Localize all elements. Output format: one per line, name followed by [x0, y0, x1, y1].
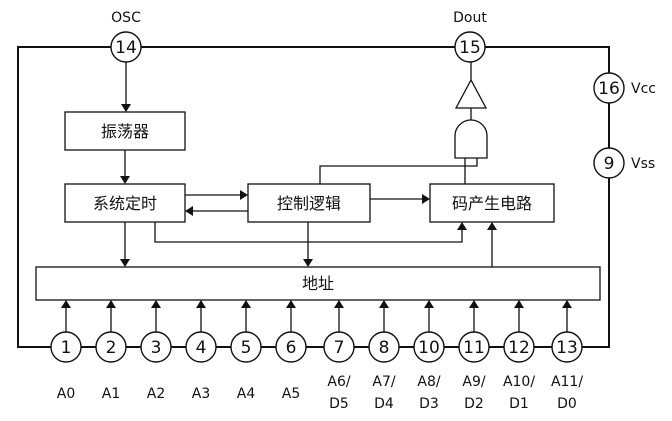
bottom-pin-label-secondary: D5 [329, 396, 349, 412]
address-label: 地址 [302, 274, 334, 293]
bottom-pin-arrow [334, 300, 344, 308]
bottom-pin [503, 331, 535, 363]
bottom-pin-arrow [61, 300, 71, 308]
dout-pin [454, 31, 486, 63]
bottom-pin [95, 331, 127, 363]
vcc-pin [593, 72, 625, 104]
bottom-pin-arrow [379, 300, 389, 308]
bottom-pin [185, 331, 217, 363]
bottom-pin-label: A6/ [327, 374, 350, 390]
bottom-pin-arrow [196, 300, 206, 308]
vcc-pin-number: 16 [598, 79, 620, 99]
bottom-pin-label-secondary: D3 [419, 396, 439, 412]
bottom-pin-number: 11 [463, 338, 485, 358]
bottom-pin-number: 5 [241, 338, 252, 358]
bottom-pin-number: 12 [508, 338, 530, 358]
bottom-pin [275, 331, 307, 363]
osc-to-timing-arrow [120, 176, 130, 184]
bottom-pin-label-secondary: D1 [509, 396, 529, 412]
bottom-pin-label-secondary: D4 [374, 396, 394, 412]
dout-pin-number: 15 [459, 38, 481, 58]
oscillator-label: 振荡器 [101, 122, 149, 141]
dout-pin-name: Dout [453, 10, 487, 26]
bottom-pin-label: A2 [147, 386, 165, 402]
bottom-pin-number: 4 [196, 338, 207, 358]
vss-pin [593, 147, 625, 179]
code-generator-block [429, 183, 555, 223]
bottom-pin-label: A11/ [551, 374, 583, 390]
control-logic-label: 控制逻辑 [277, 194, 341, 213]
control-to-timing-arrow [185, 206, 193, 216]
bottom-pin-label: A10/ [503, 374, 535, 390]
bottom-pin-arrow [562, 300, 572, 308]
timing-to-control-arrow [240, 190, 248, 200]
bottom-pin-label-secondary: D0 [557, 396, 577, 412]
bottom-pin [368, 331, 400, 363]
output-buffer [454, 78, 488, 109]
bottom-pin-number: 1 [61, 338, 72, 358]
bottom-pin-label: A9/ [462, 374, 485, 390]
bottom-pin-label: A5 [282, 386, 300, 402]
bottom-pin [230, 331, 262, 363]
bottom-pin [140, 331, 172, 363]
bottom-pin-number: 8 [379, 338, 390, 358]
and-gate [454, 119, 488, 159]
bottom-pin-number: 13 [556, 338, 578, 358]
bottom-pin [50, 331, 82, 363]
control-logic-block [247, 183, 371, 223]
bottom-pin-number: 7 [334, 338, 345, 358]
osc-arrow [121, 104, 131, 112]
control-to-address-arrow [303, 259, 313, 267]
bottom-pin-number: 6 [286, 338, 297, 358]
chip-outline [17, 46, 610, 348]
address-block [35, 266, 601, 301]
bottom-pin [458, 331, 490, 363]
timing-to-codegen-arrow [457, 222, 467, 230]
bottom-pin-label: A3 [192, 386, 210, 402]
bottom-pin [323, 331, 355, 363]
vss-pin-name: Vss [631, 156, 655, 172]
bottom-pin-number: 10 [418, 338, 440, 358]
bottom-pin-arrow [286, 300, 296, 308]
bottom-pin-label: A1 [102, 386, 120, 402]
bottom-pin-number: 2 [106, 338, 117, 358]
oscillator-block [64, 111, 186, 151]
bottom-pin-label: A7/ [372, 374, 395, 390]
osc-pin-name: OSC [111, 10, 141, 26]
vss-pin-number: 9 [604, 154, 615, 174]
osc-pin-number: 14 [115, 38, 137, 58]
bottom-pin-arrow [241, 300, 251, 308]
system-timing-label: 系统定时 [93, 194, 157, 213]
osc-pin [110, 31, 142, 63]
bottom-pin-label: A8/ [417, 374, 440, 390]
bottom-pin-label: A0 [57, 386, 75, 402]
timing-to-address-arrow [120, 259, 130, 267]
bottom-pin-arrow [424, 300, 434, 308]
bottom-pin-label-secondary: D2 [464, 396, 484, 412]
bottom-pin-arrow [151, 300, 161, 308]
system-timing-block [64, 183, 186, 223]
bottom-pin [413, 331, 445, 363]
bottom-pin-arrow [469, 300, 479, 308]
bottom-pin-arrow [514, 300, 524, 308]
bottom-pin-arrow [106, 300, 116, 308]
bottom-pin-number: 3 [151, 338, 162, 358]
bottom-pin-label: A4 [237, 386, 256, 402]
address-to-codegen-arrow [487, 222, 497, 230]
bottom-pin [551, 331, 583, 363]
vcc-pin-name: Vcc [631, 81, 656, 97]
control-to-codegen-arrow [422, 194, 430, 204]
code-generator-label: 码产生电路 [452, 194, 532, 213]
control-to-gate-wire [319, 158, 478, 184]
